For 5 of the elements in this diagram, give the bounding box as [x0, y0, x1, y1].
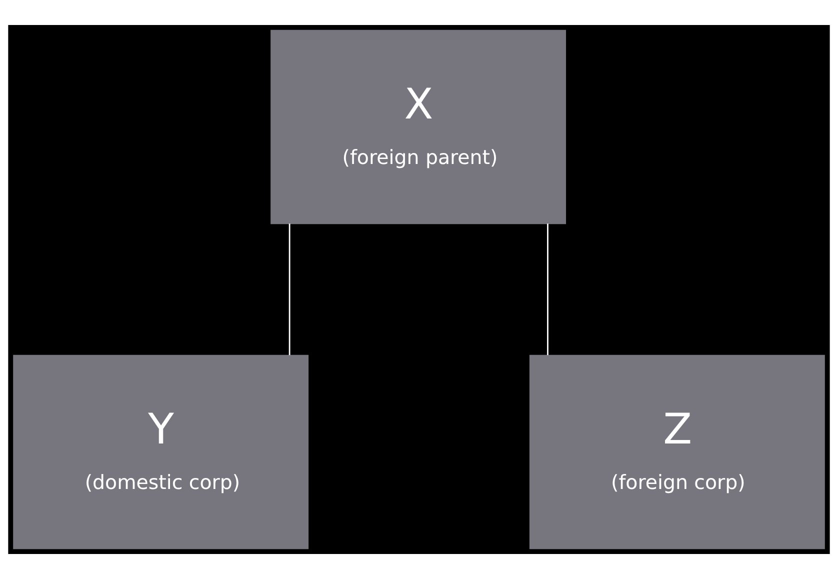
- node-box: Y (domestic corp): [13, 354, 309, 550]
- node-box: Z (foreign corp): [529, 354, 825, 550]
- connector: [288, 224, 290, 356]
- node-box: X (foreign parent): [270, 30, 566, 224]
- connector: [547, 224, 548, 356]
